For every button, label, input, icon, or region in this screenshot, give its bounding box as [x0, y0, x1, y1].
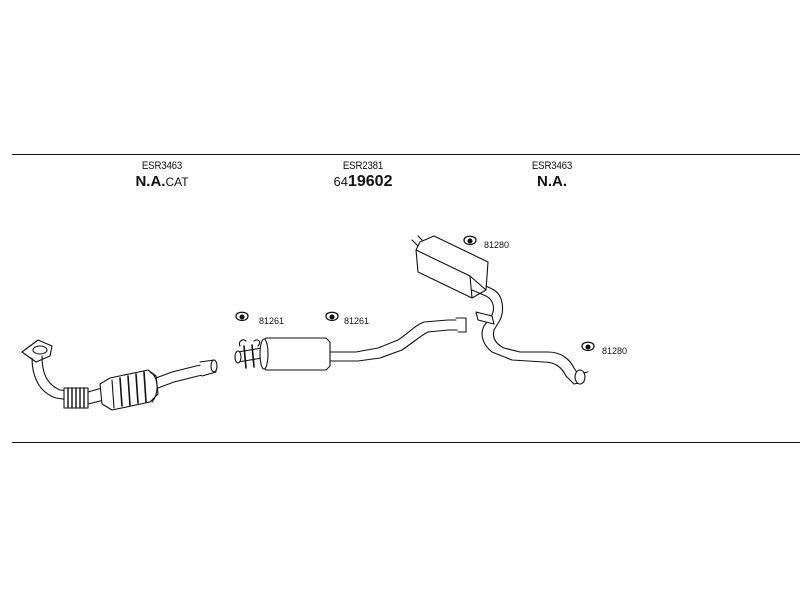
- section-rear-silencer: ESR3463 N.A.: [512, 160, 592, 190]
- hanger-icon: [325, 311, 339, 322]
- section-code: ESR3463: [531, 160, 573, 172]
- section-code: ESR3463: [141, 160, 183, 172]
- hanger-icon: [581, 341, 595, 352]
- label-prefix: 64: [333, 174, 348, 189]
- part-number-hanger-4: 81280: [602, 346, 627, 356]
- part-number-hanger-2: 81261: [344, 316, 369, 326]
- divider-top: [12, 154, 800, 155]
- section-label: N.A.: [512, 173, 592, 190]
- inlet-clamp: [238, 339, 261, 369]
- label-main: N.A.: [537, 173, 567, 190]
- section-label: 6419602: [318, 173, 408, 191]
- section-front-pipe: ESR3463 N.A.CAT: [122, 160, 202, 190]
- hanger-icon: [463, 235, 477, 246]
- catalytic-converter: [99, 369, 159, 411]
- label-main: 19602: [347, 173, 393, 190]
- section-label: N.A.CAT: [122, 173, 202, 190]
- middle-silencer: [234, 317, 467, 371]
- part-number-hanger-1: 81261: [259, 316, 284, 326]
- front-pipe-catalyst: [21, 339, 218, 411]
- label-main: N.A.: [135, 173, 166, 190]
- part-number-hanger-3: 81280: [484, 240, 509, 250]
- flex-joint: [63, 387, 89, 409]
- section-middle-silencer: ESR2381 6419602: [318, 160, 408, 191]
- rear-silencer: [411, 235, 589, 385]
- section-code: ESR2381: [342, 160, 384, 172]
- hanger-icon: [235, 311, 249, 322]
- label-suffix: CAT: [165, 175, 189, 189]
- divider-bottom: [12, 442, 800, 443]
